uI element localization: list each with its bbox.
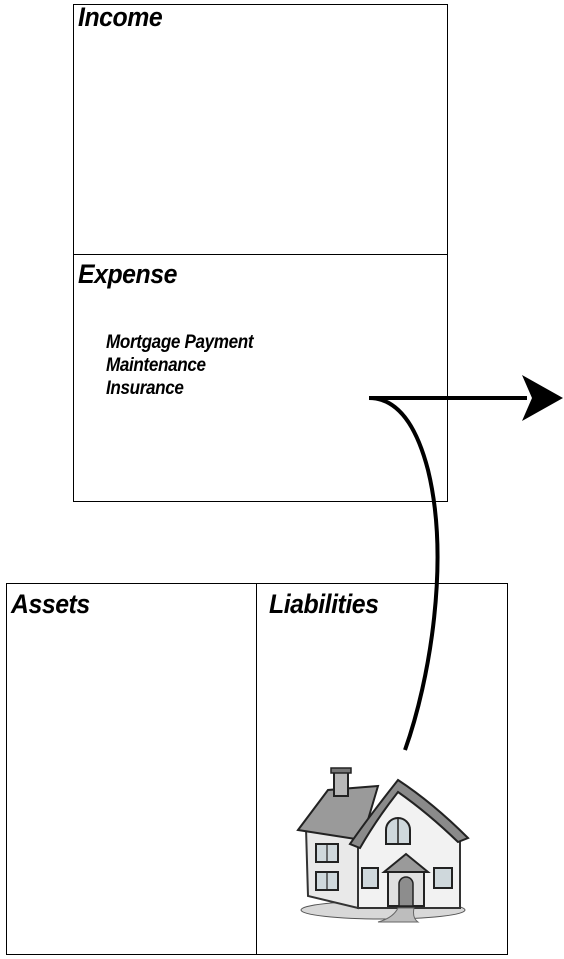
income-title: Income — [78, 2, 163, 32]
liabilities-title: Liabilities — [269, 589, 379, 619]
house-icon — [296, 767, 470, 923]
assets-title: Assets — [11, 589, 90, 619]
assets-box: Assets — [6, 583, 258, 955]
expense-title: Expense — [78, 259, 177, 289]
expense-item-maintenance: Maintenance — [106, 355, 206, 376]
expense-item-mortgage-payment: Mortgage Payment — [106, 332, 254, 353]
expense-item-insurance: Insurance — [106, 378, 184, 399]
curved-connector-line — [368, 396, 440, 751]
expense-box: Expense Mortgage Payment Maintenance Ins… — [73, 254, 448, 502]
outflow-arrow-head — [522, 375, 563, 421]
income-box: Income — [73, 2, 448, 256]
